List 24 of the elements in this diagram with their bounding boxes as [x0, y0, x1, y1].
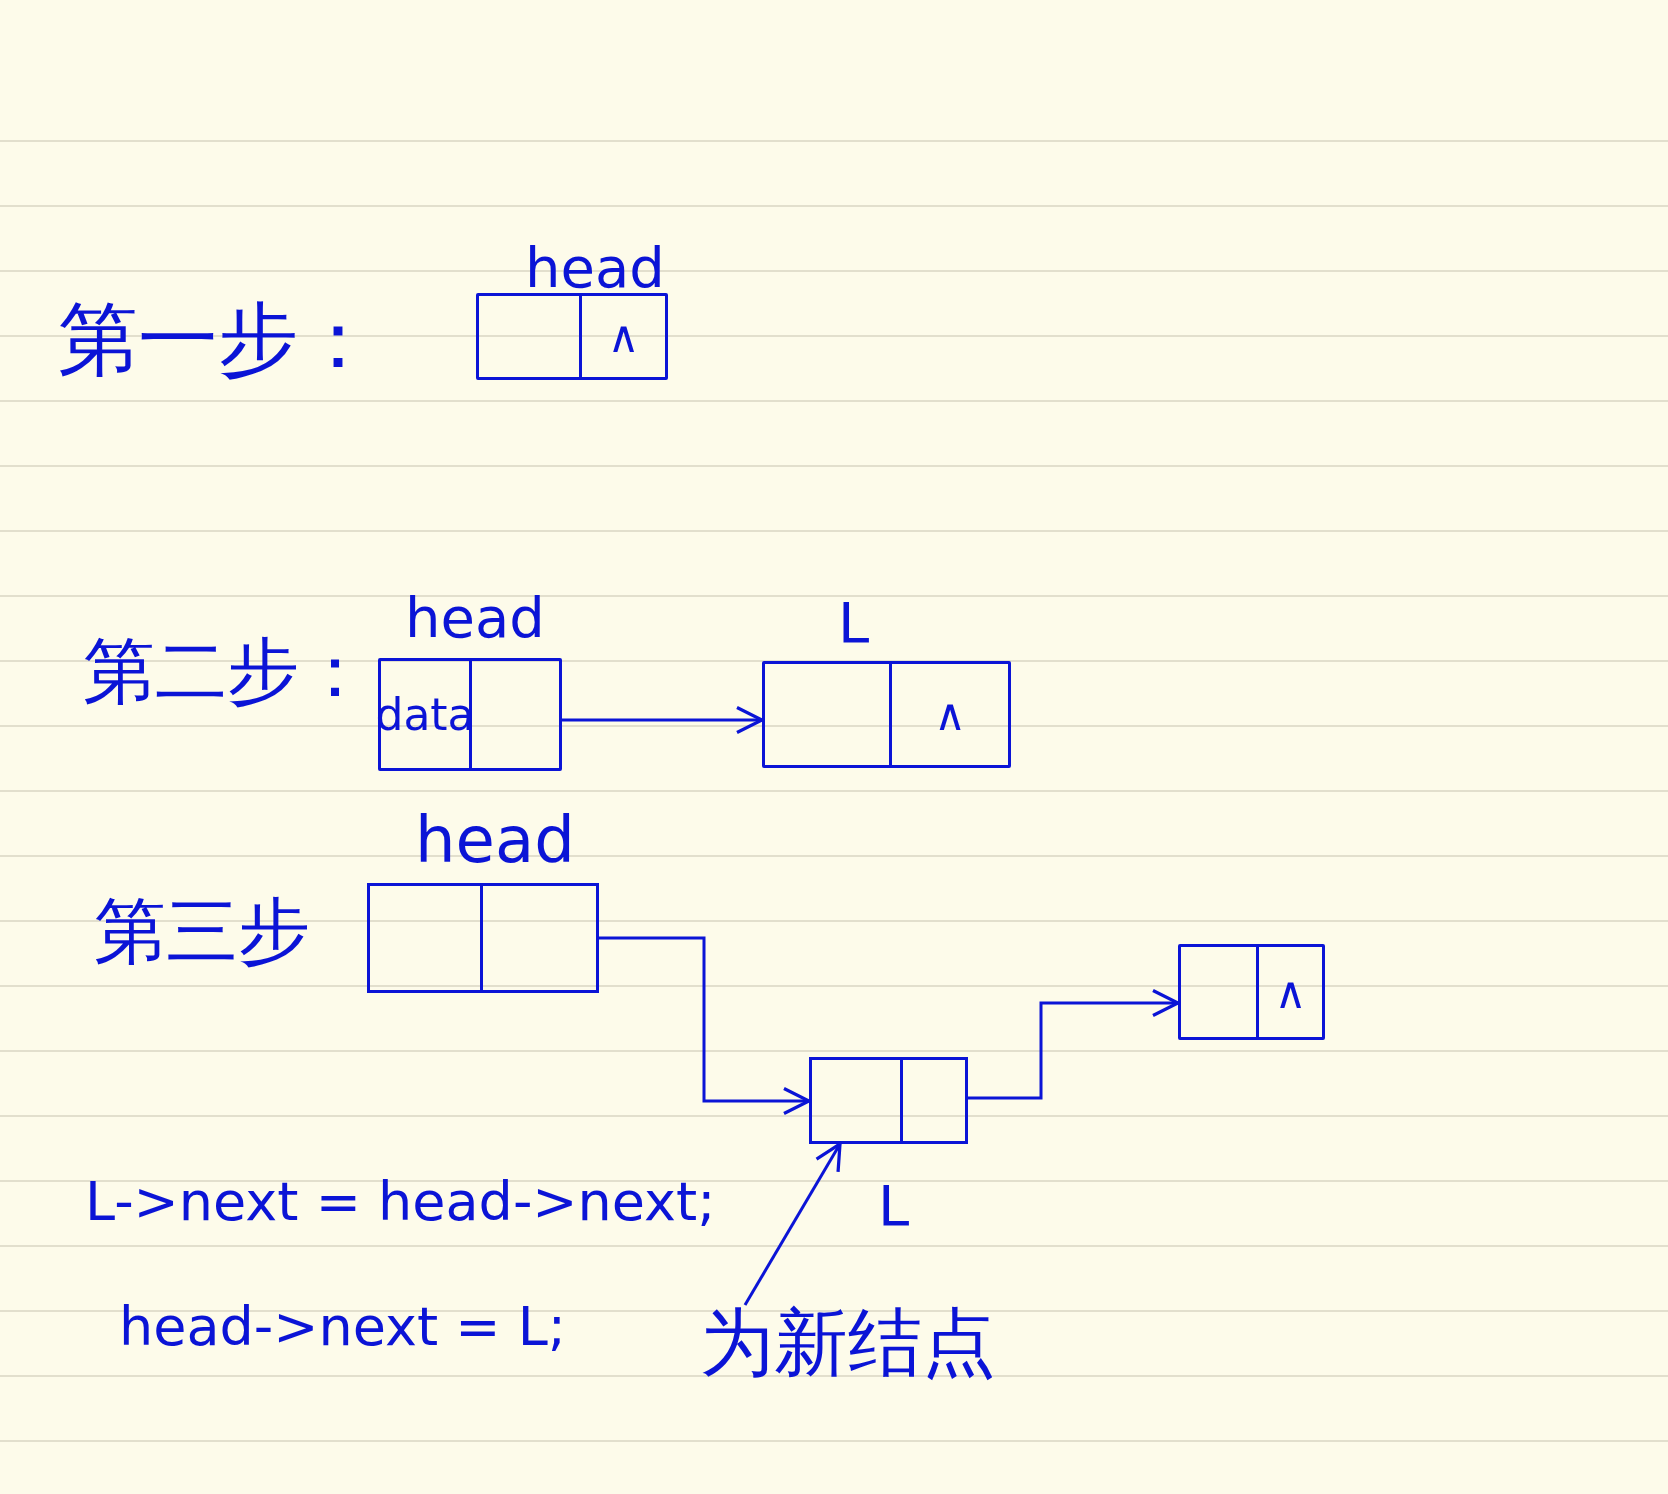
list-node-box [476, 293, 668, 380]
step-label: 第三步 [94, 895, 310, 967]
list-node-box [1178, 944, 1325, 1040]
node-label: head [405, 590, 545, 646]
annotation-text: 为新结点 [700, 1305, 996, 1379]
node-label: head [415, 808, 575, 872]
list-node-box [378, 658, 562, 771]
arrow [599, 936, 811, 1116]
code-line: head->next = L; [119, 1300, 567, 1354]
step-label: 第一步： [58, 300, 378, 380]
arrow [562, 705, 764, 735]
list-node-box [809, 1057, 968, 1144]
code-line: L->next = head->next; [85, 1175, 716, 1229]
node-label: L [878, 1178, 910, 1234]
arrow [743, 1142, 842, 1306]
node-label: head [525, 240, 665, 296]
node-label: L [838, 595, 870, 651]
cell-text: ∧ [1274, 966, 1307, 1018]
cell-text: ∧ [933, 689, 967, 740]
cell-text: ∧ [607, 311, 640, 362]
list-node-box [762, 661, 1011, 768]
step-label: 第二步： [83, 635, 371, 707]
list-node-box [367, 883, 599, 993]
arrow [968, 988, 1180, 1100]
